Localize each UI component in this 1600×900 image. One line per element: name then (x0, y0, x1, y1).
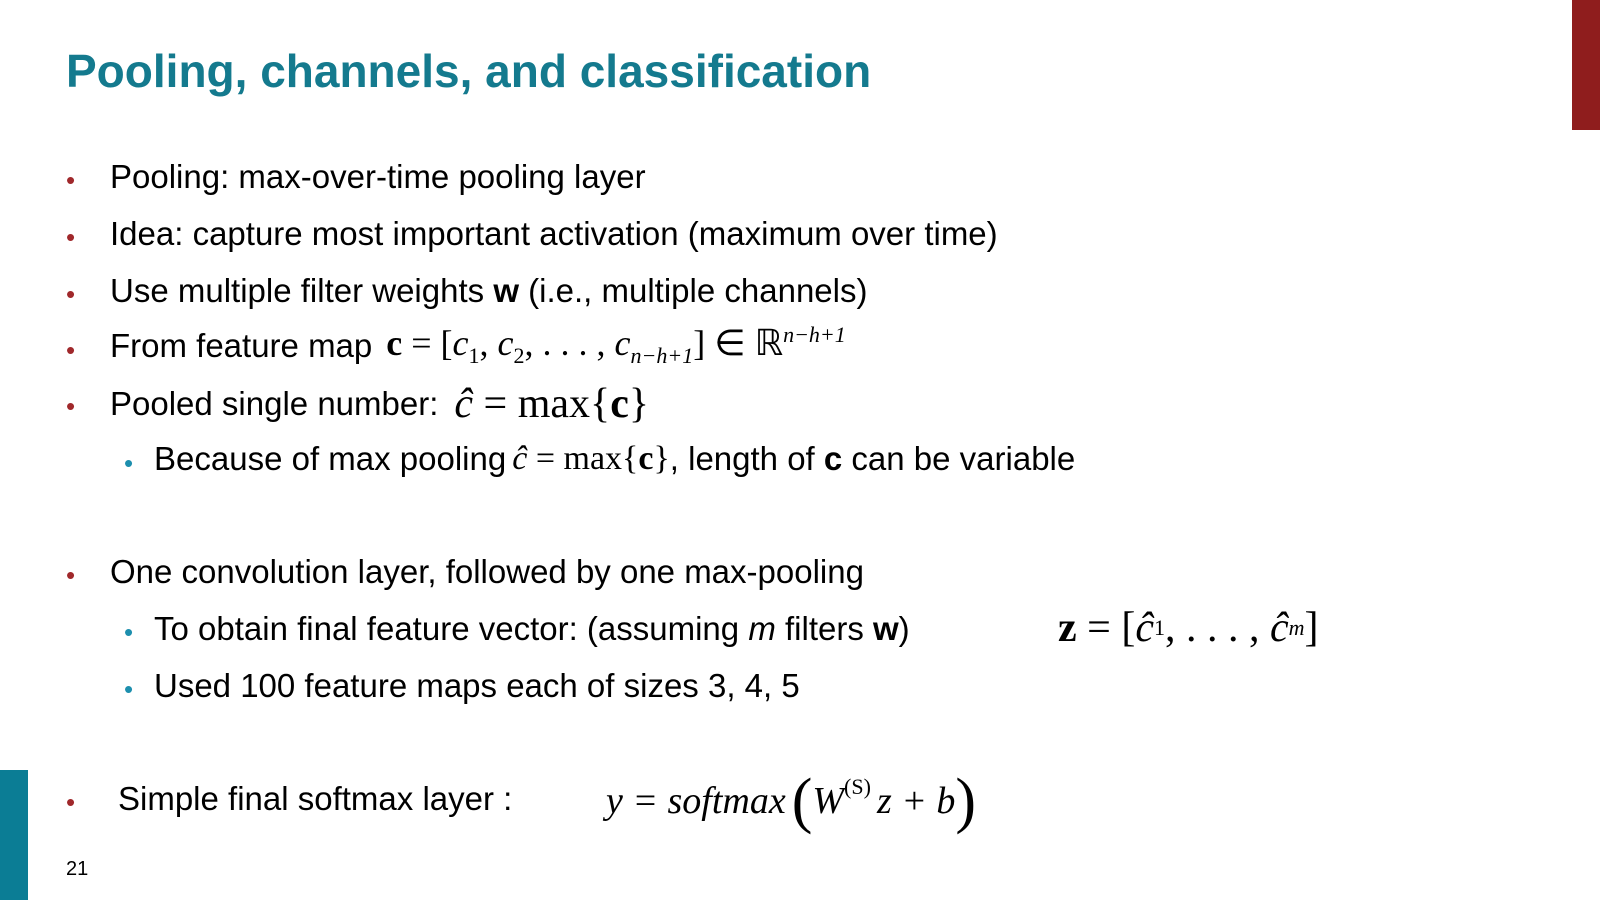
bullet-icon: • (124, 448, 134, 478)
page-number: 21 (66, 858, 89, 880)
bullet-convolution-layer: One convolution layer, followed by one m… (110, 553, 864, 590)
bullet-idea: Idea: capture most important activation … (110, 215, 998, 252)
feature-map-equation: c = [c1, c2, . . . , cn−h+1] ∈ ℝn−h+1 (386, 322, 846, 369)
text: (i.e., multiple channels) (518, 272, 868, 309)
math-reals: ℝ (754, 323, 784, 363)
math-c: c (610, 381, 629, 427)
math-sub: 1 (468, 343, 480, 369)
bullet-icon: • (66, 279, 76, 309)
math-op: = [ (402, 323, 453, 363)
math-paren: ) (955, 767, 977, 835)
subbullet-final-feature-vector: To obtain final feature vector: (assumin… (154, 610, 910, 648)
math-var: ĉ (1270, 605, 1289, 651)
pooled-equation: ĉ = max{c} (454, 380, 649, 428)
math-c: c (386, 323, 403, 363)
math-sub: m (1288, 615, 1305, 640)
math-op: = max{ (527, 440, 639, 477)
bullet-icon: • (66, 165, 76, 195)
math-z: z (1058, 605, 1077, 651)
math-var: ĉ (512, 440, 528, 477)
text: , length of (669, 440, 824, 477)
subbullet-max-pooling: Because of max pooling ĉ = max{c} , leng… (154, 440, 1075, 478)
math-var: c (614, 323, 631, 363)
math-op: } (628, 381, 650, 427)
bullet-filter-weights: Use multiple filter weights w (i.e., mul… (110, 272, 867, 310)
math-softmax-lhs: y = softmax (606, 780, 786, 822)
math-op: = max{ (473, 381, 611, 427)
math-var: c (497, 323, 514, 363)
math-op: , . . . , (1165, 605, 1270, 651)
math-sub: n−h+1 (630, 343, 694, 369)
math-var: z + b (876, 780, 956, 822)
accent-bar-top-right (1572, 0, 1600, 130)
math-sub: 2 (513, 343, 525, 369)
math-op: = [ (1076, 605, 1136, 651)
bullet-icon: • (66, 335, 76, 365)
bullet-pooling: Pooling: max-over-time pooling layer (110, 158, 646, 195)
bullet-icon: • (66, 560, 76, 590)
math-paren: ( (791, 767, 813, 835)
text: Use multiple filter weights (110, 272, 494, 309)
text: filters (775, 610, 873, 647)
text: To obtain final feature vector: (assumin… (154, 610, 749, 647)
bold-c: c (823, 440, 843, 477)
subbullet-feature-maps: Used 100 feature maps each of sizes 3, 4… (154, 667, 800, 704)
bullet-icon: • (124, 617, 134, 647)
math-var: ĉ (1135, 605, 1154, 651)
bullet-feature-map: From feature map c = [c1, c2, . . . , cn… (110, 322, 846, 369)
text: can be variable (842, 440, 1076, 477)
slide-title: Pooling, channels, and classification (66, 45, 872, 97)
math-var: W (812, 780, 845, 822)
math-c: c (638, 440, 654, 477)
italic-m: m (748, 610, 776, 647)
math-op: ] ∈ (693, 323, 755, 363)
softmax-equation: y = softmax(W(S)z + b) (606, 770, 976, 832)
text: Because of max pooling (154, 440, 507, 477)
math-sup: n−h+1 (783, 322, 846, 347)
math-op: , (479, 323, 498, 363)
pooled-equation-small: ĉ = max{c} (512, 440, 670, 478)
accent-bar-bottom-left (0, 770, 28, 900)
math-sup: (S) (844, 774, 871, 799)
math-op: , . . . , (524, 323, 615, 363)
bullet-icon: • (124, 674, 134, 704)
text: Pooled single number: (110, 385, 439, 422)
math-op: } (653, 440, 670, 477)
math-sub: 1 (1154, 615, 1165, 640)
bold-w: w (873, 610, 899, 647)
text: From feature map (110, 326, 373, 364)
bullet-pooled-number: Pooled single number: ĉ = max{c} (110, 380, 649, 428)
math-var: c (452, 323, 469, 363)
text: ) (898, 610, 910, 647)
math-var: ĉ (454, 381, 474, 427)
bold-w: w (493, 272, 519, 309)
bullet-softmax-layer: Simple final softmax layer : (118, 780, 513, 817)
bullet-icon: • (66, 222, 76, 252)
math-op: ] (1304, 605, 1319, 651)
bullet-icon: • (66, 787, 76, 817)
bullet-icon: • (66, 391, 76, 421)
